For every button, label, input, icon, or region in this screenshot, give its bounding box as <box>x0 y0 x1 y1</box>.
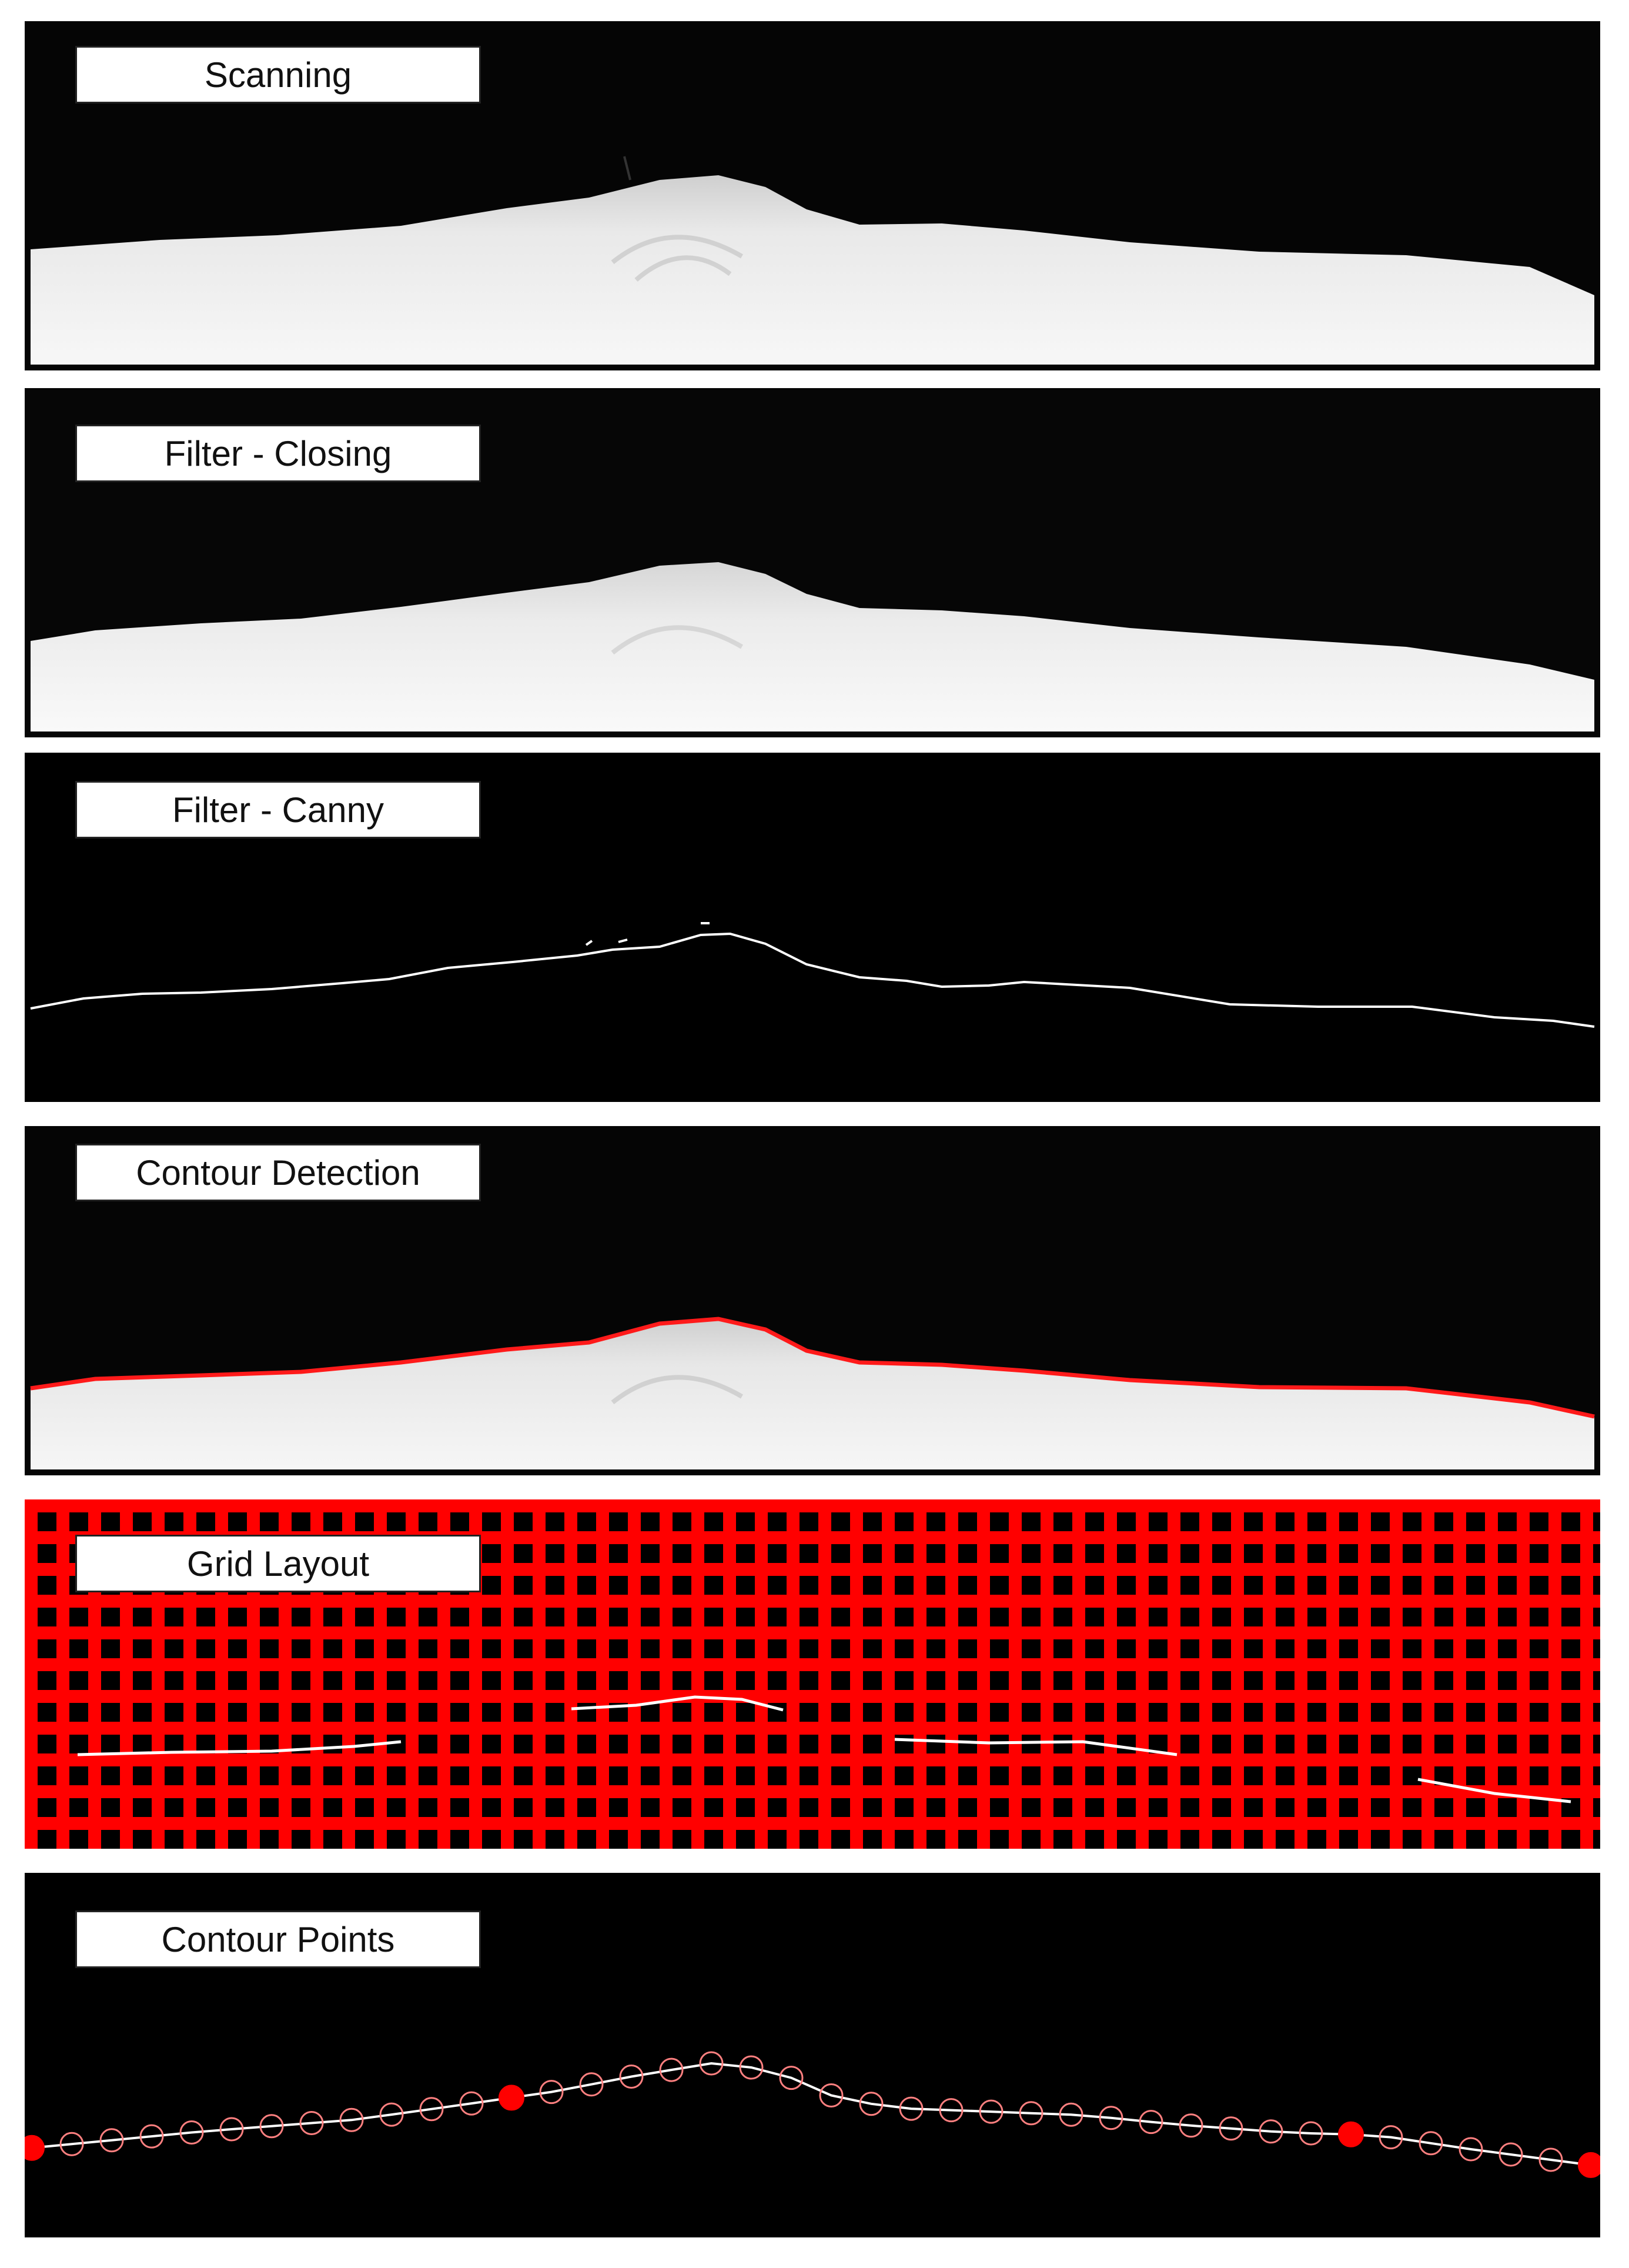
contour-point <box>1299 2121 1323 2146</box>
contour-point <box>539 2080 564 2105</box>
contour-point <box>379 2102 404 2127</box>
panel-scanning: Scanning <box>25 21 1600 370</box>
contour-point <box>1259 2119 1283 2144</box>
contour-point-highlight <box>1578 2152 1600 2178</box>
contour-point <box>579 2072 604 2097</box>
panel-label: Filter - Closing <box>75 425 481 482</box>
contour-point <box>1498 2142 1523 2167</box>
contour-point <box>1459 2137 1483 2162</box>
contour-point <box>1139 2110 1163 2135</box>
contour-image <box>25 1126 1600 1475</box>
contour-point <box>459 2091 484 2116</box>
panel-label: Grid Layout <box>75 1535 481 1592</box>
contour-point <box>1099 2106 1123 2130</box>
contour-point <box>339 2107 364 2132</box>
contour-point <box>899 2096 924 2121</box>
closing-image <box>25 388 1600 737</box>
contour-point <box>299 2111 324 2135</box>
contour-point <box>659 2057 684 2082</box>
snow-surface <box>31 175 1594 365</box>
contour-point <box>939 2098 964 2123</box>
panel-label: Contour Points <box>75 1910 481 1968</box>
panel-grid: Grid Layout <box>25 1499 1600 1849</box>
panel-closing: Filter - Closing <box>25 388 1600 737</box>
contour-point <box>1019 2101 1043 2126</box>
scanning-image <box>25 21 1600 370</box>
panel-canny: Filter - Canny <box>25 753 1600 1102</box>
contour-point <box>179 2120 204 2145</box>
panel-label: Scanning <box>75 46 481 103</box>
contour-point <box>779 2066 804 2090</box>
contour-point <box>99 2128 124 2153</box>
panel-contour: Contour Detection <box>25 1126 1600 1475</box>
contour-point <box>619 2065 644 2089</box>
grid-contour <box>77 1695 1571 1803</box>
contour-point <box>219 2117 244 2142</box>
contour-point <box>1059 2102 1083 2127</box>
contour-point <box>739 2055 764 2080</box>
contour-point <box>819 2083 844 2107</box>
contour-point <box>1219 2116 1243 2141</box>
canny-edge <box>30 932 1595 1028</box>
contour-polyline <box>31 2062 1591 2166</box>
contour-point-highlight <box>1338 2121 1364 2147</box>
contour-point <box>1179 2113 1203 2138</box>
contour-point-highlight <box>499 2085 524 2111</box>
contour-point <box>1419 2131 1443 2156</box>
panel-label: Filter - Canny <box>75 781 481 839</box>
contour-point-highlight <box>25 2135 45 2161</box>
contour-point <box>859 2092 884 2116</box>
contour-point <box>699 2051 724 2076</box>
detected-contour <box>30 1317 1595 1419</box>
contour-point <box>1538 2147 1563 2172</box>
contour-point <box>1379 2125 1403 2150</box>
panel-label: Contour Detection <box>75 1144 481 1201</box>
contour-point <box>139 2124 164 2149</box>
contour-point <box>419 2097 444 2122</box>
contour-point <box>259 2114 284 2139</box>
snow-surface <box>31 562 1594 731</box>
contour-point <box>59 2132 84 2156</box>
panel-points: Contour Points <box>25 1873 1600 2237</box>
contour-point <box>979 2099 1004 2124</box>
